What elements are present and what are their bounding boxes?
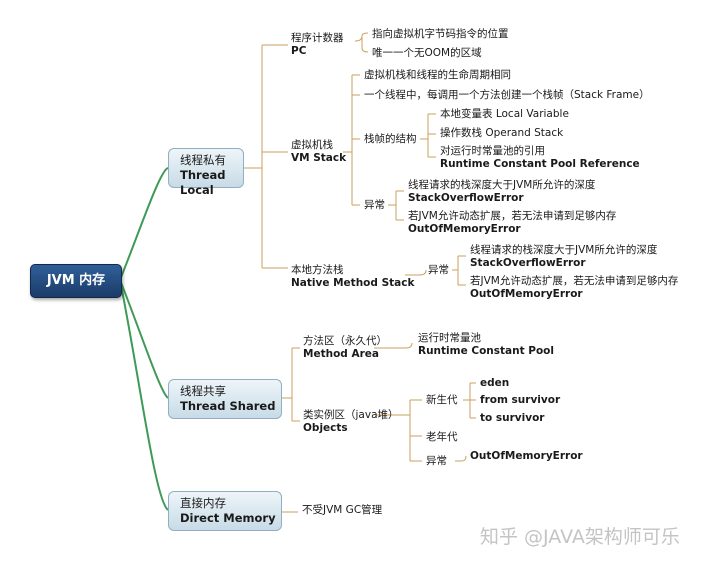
node-direct-memory-title-cn: 直接内存: [180, 496, 226, 510]
branch-thread-local: [119, 167, 169, 281]
native-stack-label-en: Native Method Stack: [291, 277, 415, 289]
pc-item-1: 指向虚拟机字节码指令的位置: [372, 28, 509, 40]
direct-memory-item: 不受JVM GC管理: [302, 504, 383, 516]
objects-label-cn: 类实例区（java堆）: [303, 409, 399, 421]
young-gen-from-survivor: from survivor: [480, 394, 561, 406]
runtime-constant-pool-en: Runtime Constant Pool: [418, 345, 554, 357]
native-exception-label: 异常: [428, 264, 449, 276]
method-area-label-cn: 方法区（永久代）: [303, 335, 387, 347]
vm-stack-label-cn: 虚拟机栈: [291, 139, 333, 151]
young-gen-eden: eden: [480, 377, 510, 389]
node-direct-memory[interactable]: 直接内存 Direct Memory: [168, 491, 282, 531]
objects-label-en: Objects: [303, 422, 348, 434]
node-thread-local-title-en: Thread Local: [180, 168, 226, 197]
vm-stack-label-en: VM Stack: [291, 152, 347, 164]
young-gen-label: 新生代: [426, 394, 458, 406]
branch-direct-memory: [119, 279, 169, 511]
node-thread-local-title-cn: 线程私有: [180, 153, 226, 167]
runtime-constant-pool-cn: 运行时常量池: [418, 332, 481, 344]
native-stack-label-cn: 本地方法栈: [291, 264, 344, 276]
node-thread-local[interactable]: 线程私有 Thread Local: [168, 148, 244, 197]
vm-stack-item-lifecycle: 虚拟机栈和线程的生命周期相同: [364, 69, 511, 81]
vm-stack-exc-2-cn: 若JVM允许动态扩展，若无法申请到足够内存: [408, 210, 617, 222]
frame-rcp-ref-en: Runtime Constant Pool Reference: [440, 158, 640, 170]
pc-label-en: PC: [291, 45, 307, 57]
node-thread-shared-title-en: Thread Shared: [180, 399, 276, 413]
frame-structure-label: 栈帧的结构: [364, 133, 417, 145]
pc-item-2: 唯一一个无OOM的区域: [372, 47, 482, 59]
native-exc-2-cn: 若JVM允许动态扩展，若无法申请到足够内存: [470, 275, 679, 287]
young-gen-to-survivor: to survivor: [480, 412, 545, 424]
frame-operand-stack: 操作数栈 Operand Stack: [440, 127, 564, 139]
old-gen-label: 老年代: [426, 431, 458, 443]
vm-stack-exception-label: 异常: [364, 199, 385, 211]
vm-stack-exc-1-cn: 线程请求的栈深度大于JVM所允许的深度: [408, 179, 596, 191]
node-thread-shared-title-cn: 线程共享: [180, 384, 226, 398]
branch-thread-shared: [119, 279, 169, 399]
objects-exception-label: 异常: [426, 455, 447, 467]
vm-stack-exc-1-en: StackOverflowError: [408, 192, 524, 204]
node-direct-memory-title-en: Direct Memory: [180, 511, 276, 525]
native-exc-1-en: StackOverflowError: [470, 257, 586, 269]
pc-label-cn: 程序计数器: [291, 32, 344, 44]
node-thread-shared[interactable]: 线程共享 Thread Shared: [168, 379, 282, 419]
objects-exc-oom: OutOfMemoryError: [470, 450, 583, 462]
watermark: 知乎 @JAVA架构师可乐: [480, 526, 680, 548]
method-area-label-en: Method Area: [303, 348, 379, 360]
vm-stack-exc-2-en: OutOfMemoryError: [408, 223, 521, 235]
frame-rcp-ref-cn: 对运行时常量池的引用: [440, 145, 545, 157]
root-node-jvm-memory[interactable]: JVM 内存: [30, 264, 122, 298]
native-exc-1-cn: 线程请求的栈深度大于JVM所允许的深度: [470, 244, 658, 256]
native-exc-2-en: OutOfMemoryError: [470, 288, 583, 300]
vm-stack-item-frame: 一个线程中，每调用一个方法创建一个栈帧（Stack Frame）: [364, 89, 650, 101]
frame-local-variable: 本地变量表 Local Variable: [440, 108, 569, 120]
